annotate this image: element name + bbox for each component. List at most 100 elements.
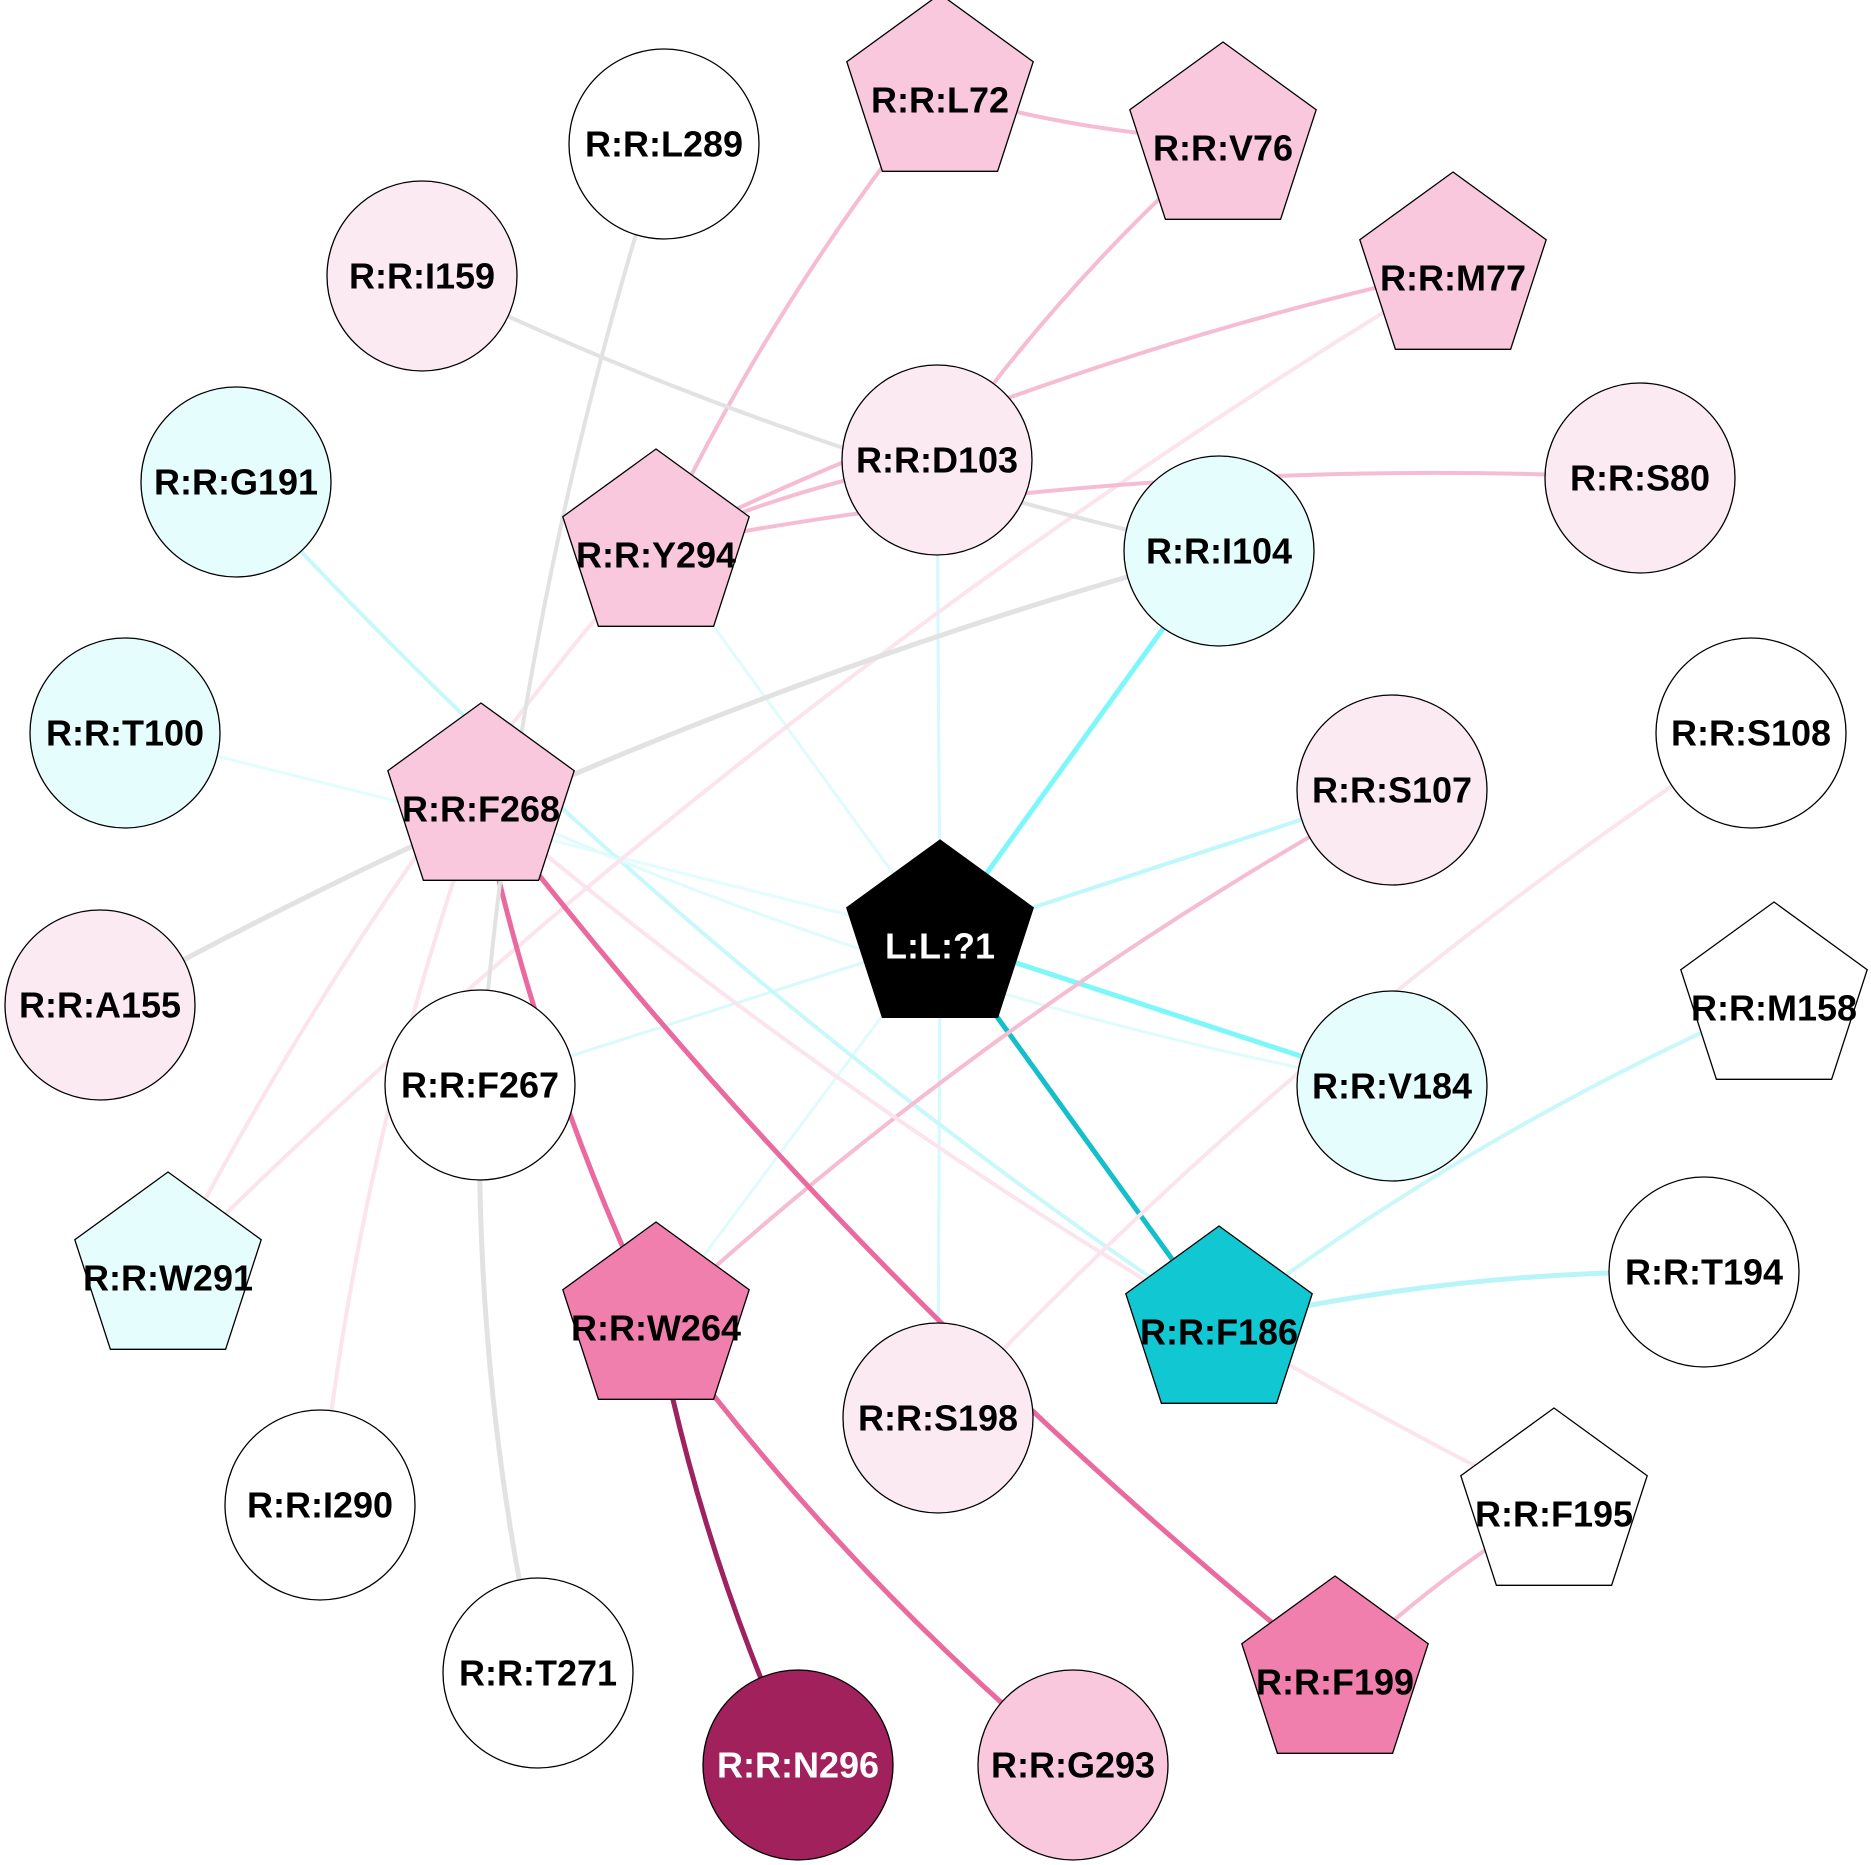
node-f199[interactable]: R:R:F199 bbox=[1241, 1575, 1429, 1754]
edge-f268-f199 bbox=[479, 799, 1337, 1676]
node-l289[interactable]: R:R:L289 bbox=[568, 48, 760, 240]
node-f199-pentagon bbox=[1241, 1575, 1429, 1754]
edge-m158-f186 bbox=[1217, 998, 1775, 1326]
node-f267[interactable]: R:R:F267 bbox=[384, 989, 576, 1181]
node-g191[interactable]: R:R:G191 bbox=[140, 386, 332, 578]
node-v76[interactable]: R:R:V76 bbox=[1129, 41, 1317, 220]
node-label-ll1: L:L:?1 bbox=[885, 926, 995, 967]
edge-i159-i104 bbox=[421, 274, 1220, 553]
node-ll1[interactable]: L:L:?1 bbox=[846, 839, 1034, 1018]
node-label-s107: R:R:S107 bbox=[1312, 770, 1472, 811]
edge-f268-f195 bbox=[479, 799, 1555, 1508]
node-f268-pentagon bbox=[387, 702, 575, 881]
node-v76-pentagon bbox=[1129, 41, 1317, 220]
node-i290[interactable]: R:R:I290 bbox=[224, 1409, 416, 1601]
node-d103-circle bbox=[841, 364, 1033, 556]
node-i104[interactable]: R:R:I104 bbox=[1123, 455, 1315, 647]
node-label-f186: R:R:F186 bbox=[1140, 1312, 1298, 1353]
node-a155-circle bbox=[4, 909, 196, 1101]
node-y294[interactable]: R:R:Y294 bbox=[562, 448, 750, 627]
node-label-l289: R:R:L289 bbox=[585, 124, 743, 165]
node-label-f195: R:R:F195 bbox=[1475, 1494, 1633, 1535]
edge-g191-f186 bbox=[234, 480, 1221, 1326]
node-label-l72: R:R:L72 bbox=[871, 80, 1009, 121]
node-i104-circle bbox=[1123, 455, 1315, 647]
node-n296[interactable]: R:R:N296 bbox=[702, 1669, 894, 1861]
node-label-w291: R:R:W291 bbox=[83, 1258, 253, 1299]
node-f186[interactable]: R:R:F186 bbox=[1125, 1225, 1313, 1404]
node-s107-circle bbox=[1296, 694, 1488, 886]
node-w264-pentagon bbox=[562, 1221, 750, 1400]
node-t194-circle bbox=[1608, 1176, 1800, 1368]
edge-m77-y294 bbox=[655, 268, 1454, 549]
node-t100-circle bbox=[29, 637, 221, 829]
node-label-v184: R:R:V184 bbox=[1312, 1066, 1472, 1107]
edge-l289-f267 bbox=[478, 143, 666, 1086]
node-l72[interactable]: R:R:L72 bbox=[846, 0, 1034, 172]
node-f268[interactable]: R:R:F268 bbox=[387, 702, 575, 881]
node-g293[interactable]: R:R:G293 bbox=[977, 1669, 1169, 1861]
node-d103[interactable]: R:R:D103 bbox=[841, 364, 1033, 556]
edge-i104-a155 bbox=[98, 548, 1220, 1008]
node-t100[interactable]: R:R:T100 bbox=[29, 637, 221, 829]
node-label-n296: R:R:N296 bbox=[717, 1745, 879, 1786]
node-m77-pentagon bbox=[1359, 171, 1547, 350]
edge-m77-w291 bbox=[166, 268, 1455, 1272]
node-label-t194: R:R:T194 bbox=[1625, 1252, 1783, 1293]
node-l72-pentagon bbox=[846, 0, 1034, 172]
node-label-m77: R:R:M77 bbox=[1380, 258, 1526, 299]
node-g293-circle bbox=[977, 1669, 1169, 1861]
node-s107[interactable]: R:R:S107 bbox=[1296, 694, 1488, 886]
node-label-i159: R:R:I159 bbox=[349, 256, 495, 297]
node-label-a155: R:R:A155 bbox=[19, 985, 181, 1026]
node-label-g191: R:R:G191 bbox=[154, 462, 318, 503]
node-m158-pentagon bbox=[1680, 901, 1868, 1080]
node-ll1-pentagon bbox=[846, 839, 1034, 1018]
node-l289-circle bbox=[568, 48, 760, 240]
node-t271[interactable]: R:R:T271 bbox=[442, 1577, 634, 1769]
node-s80-circle bbox=[1544, 382, 1736, 574]
node-v184-circle bbox=[1296, 990, 1488, 1182]
node-label-t100: R:R:T100 bbox=[46, 713, 204, 754]
node-label-f268: R:R:F268 bbox=[402, 789, 560, 830]
node-label-t271: R:R:T271 bbox=[459, 1653, 617, 1694]
node-m158[interactable]: R:R:M158 bbox=[1680, 901, 1868, 1080]
node-f195-pentagon bbox=[1460, 1407, 1648, 1586]
node-label-w264: R:R:W264 bbox=[571, 1308, 741, 1349]
node-w291-pentagon bbox=[74, 1171, 262, 1350]
node-f186-pentagon bbox=[1125, 1225, 1313, 1404]
node-s198-circle bbox=[842, 1322, 1034, 1514]
node-w264[interactable]: R:R:W264 bbox=[562, 1221, 750, 1400]
node-s108-circle bbox=[1655, 637, 1847, 829]
node-s108[interactable]: R:R:S108 bbox=[1655, 637, 1847, 829]
edge-f268-i290 bbox=[318, 800, 483, 1506]
node-label-y294: R:R:Y294 bbox=[576, 535, 736, 576]
node-label-v76: R:R:V76 bbox=[1153, 128, 1293, 169]
node-s80[interactable]: R:R:S80 bbox=[1544, 382, 1736, 574]
node-label-s108: R:R:S108 bbox=[1671, 713, 1831, 754]
node-t194[interactable]: R:R:T194 bbox=[1608, 1176, 1800, 1368]
node-a155[interactable]: R:R:A155 bbox=[4, 909, 196, 1101]
node-v184[interactable]: R:R:V184 bbox=[1296, 990, 1488, 1182]
node-label-g293: R:R:G293 bbox=[991, 1745, 1155, 1786]
node-i159-circle bbox=[326, 180, 518, 372]
edge-s80-y294 bbox=[655, 470, 1641, 549]
node-i290-circle bbox=[224, 1409, 416, 1601]
node-g191-circle bbox=[140, 386, 332, 578]
node-y294-pentagon bbox=[562, 448, 750, 627]
node-label-m158: R:R:M158 bbox=[1691, 988, 1857, 1029]
node-i159[interactable]: R:R:I159 bbox=[326, 180, 518, 372]
node-f195[interactable]: R:R:F195 bbox=[1460, 1407, 1648, 1586]
node-label-i290: R:R:I290 bbox=[247, 1485, 393, 1526]
node-m77[interactable]: R:R:M77 bbox=[1359, 171, 1547, 350]
node-n296-circle bbox=[702, 1669, 894, 1861]
node-label-i104: R:R:I104 bbox=[1146, 531, 1292, 572]
node-label-f199: R:R:F199 bbox=[1256, 1662, 1414, 1703]
node-label-d103: R:R:D103 bbox=[856, 440, 1018, 481]
edge-y294-w291 bbox=[166, 545, 658, 1271]
node-w291[interactable]: R:R:W291 bbox=[74, 1171, 262, 1350]
node-s198[interactable]: R:R:S198 bbox=[842, 1322, 1034, 1514]
node-label-f267: R:R:F267 bbox=[401, 1065, 559, 1106]
